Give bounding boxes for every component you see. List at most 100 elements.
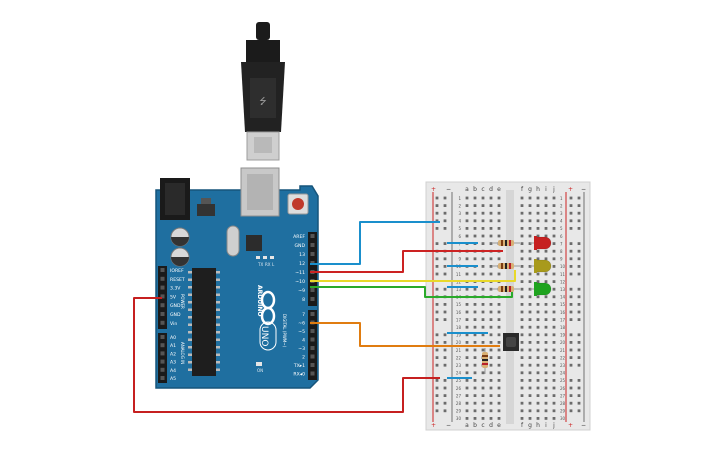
breadboard-hole[interactable] xyxy=(544,196,548,200)
rail-hole[interactable] xyxy=(435,333,439,337)
rail-hole[interactable] xyxy=(577,227,581,230)
rail-hole[interactable] xyxy=(577,379,581,382)
rail-hole[interactable] xyxy=(569,386,573,390)
breadboard-hole[interactable] xyxy=(465,341,469,344)
breadboard-hole[interactable] xyxy=(544,257,548,261)
header-hole[interactable] xyxy=(310,234,315,238)
breadboard-hole[interactable] xyxy=(552,341,556,344)
rail-hole[interactable] xyxy=(577,287,581,291)
rail-hole[interactable] xyxy=(443,272,447,276)
breadboard-hole[interactable] xyxy=(520,363,524,367)
breadboard-hole[interactable] xyxy=(536,211,540,215)
rail-hole[interactable] xyxy=(443,409,447,413)
breadboard-hole[interactable] xyxy=(536,303,540,306)
rail-hole[interactable] xyxy=(569,356,573,359)
header-hole[interactable] xyxy=(160,294,165,299)
header-hole[interactable] xyxy=(310,329,315,333)
breadboard-hole[interactable] xyxy=(473,379,477,382)
breadboard-hole[interactable] xyxy=(520,310,524,314)
breadboard-hole[interactable] xyxy=(552,409,556,413)
rail-hole[interactable] xyxy=(569,265,573,268)
breadboard-hole[interactable] xyxy=(536,363,540,367)
breadboard-hole[interactable] xyxy=(520,265,524,268)
breadboard-hole[interactable] xyxy=(489,242,493,245)
rail-hole[interactable] xyxy=(577,219,581,223)
breadboard-hole[interactable] xyxy=(489,371,493,375)
rail-hole[interactable] xyxy=(577,295,581,299)
breadboard-hole[interactable] xyxy=(552,417,556,420)
breadboard-hole[interactable] xyxy=(544,386,548,390)
rail-hole[interactable] xyxy=(443,204,447,207)
breadboard-hole[interactable] xyxy=(528,348,532,352)
breadboard-hole[interactable] xyxy=(544,371,548,375)
breadboard-hole[interactable] xyxy=(473,219,477,223)
breadboard-hole[interactable] xyxy=(497,303,501,306)
breadboard-hole[interactable] xyxy=(536,318,540,321)
breadboard-hole[interactable] xyxy=(552,242,556,245)
breadboard-hole[interactable] xyxy=(481,409,485,413)
breadboard-hole[interactable] xyxy=(544,280,548,283)
breadboard-hole[interactable] xyxy=(481,257,485,261)
breadboard-hole[interactable] xyxy=(520,318,524,321)
breadboard-hole[interactable] xyxy=(536,417,540,420)
breadboard-hole[interactable] xyxy=(465,310,469,314)
header-hole[interactable] xyxy=(310,337,315,342)
breadboard-hole[interactable] xyxy=(544,219,548,223)
rail-hole[interactable] xyxy=(577,333,581,337)
breadboard-hole[interactable] xyxy=(536,409,540,413)
rail-hole[interactable] xyxy=(569,401,573,405)
rail-hole[interactable] xyxy=(443,227,447,230)
breadboard-hole[interactable] xyxy=(520,242,524,245)
breadboard-hole[interactable] xyxy=(465,204,469,207)
rail-hole[interactable] xyxy=(569,257,573,261)
breadboard-hole[interactable] xyxy=(497,348,501,352)
breadboard-hole[interactable] xyxy=(481,265,485,268)
breadboard-hole[interactable] xyxy=(528,272,532,276)
rail-hole[interactable] xyxy=(577,303,581,306)
breadboard-hole[interactable] xyxy=(481,287,485,291)
breadboard-hole[interactable] xyxy=(536,280,540,283)
breadboard-hole[interactable] xyxy=(489,318,493,321)
breadboard-hole[interactable] xyxy=(497,379,501,382)
breadboard-hole[interactable] xyxy=(489,401,493,405)
rail-hole[interactable] xyxy=(435,409,439,413)
header-hole[interactable] xyxy=(310,288,315,292)
breadboard-hole[interactable] xyxy=(497,325,501,329)
rail-hole[interactable] xyxy=(435,272,439,276)
rail-hole[interactable] xyxy=(443,265,447,268)
breadboard-hole[interactable] xyxy=(473,318,477,321)
breadboard-hole[interactable] xyxy=(552,227,556,230)
breadboard-hole[interactable] xyxy=(465,348,469,352)
breadboard-hole[interactable] xyxy=(489,303,493,306)
breadboard-hole[interactable] xyxy=(465,234,469,238)
header-hole[interactable] xyxy=(310,371,315,376)
breadboard-hole[interactable] xyxy=(473,341,477,344)
breadboard-hole[interactable] xyxy=(528,401,532,405)
breadboard-hole[interactable] xyxy=(473,234,477,238)
breadboard-hole[interactable] xyxy=(481,386,485,390)
rail-hole[interactable] xyxy=(577,348,581,352)
rail-hole[interactable] xyxy=(569,310,573,314)
breadboard-hole[interactable] xyxy=(465,333,469,337)
rail-hole[interactable] xyxy=(435,394,439,397)
breadboard-hole[interactable] xyxy=(544,325,548,329)
rail-hole[interactable] xyxy=(435,348,439,352)
rail-hole[interactable] xyxy=(569,394,573,397)
breadboard-hole[interactable] xyxy=(481,325,485,329)
breadboard-hole[interactable] xyxy=(552,318,556,321)
breadboard-hole[interactable] xyxy=(497,272,501,276)
breadboard-hole[interactable] xyxy=(489,333,493,337)
header-hole[interactable] xyxy=(160,335,165,339)
breadboard-hole[interactable] xyxy=(528,379,532,382)
breadboard-hole[interactable] xyxy=(520,303,524,306)
breadboard-hole[interactable] xyxy=(481,348,485,352)
breadboard-hole[interactable] xyxy=(528,249,532,253)
rail-hole[interactable] xyxy=(569,272,573,276)
breadboard-hole[interactable] xyxy=(552,249,556,253)
breadboard-hole[interactable] xyxy=(465,219,469,223)
breadboard-hole[interactable] xyxy=(536,333,540,337)
breadboard-hole[interactable] xyxy=(481,417,485,420)
breadboard-hole[interactable] xyxy=(528,318,532,321)
breadboard-hole[interactable] xyxy=(481,272,485,276)
rail-hole[interactable] xyxy=(577,196,581,200)
